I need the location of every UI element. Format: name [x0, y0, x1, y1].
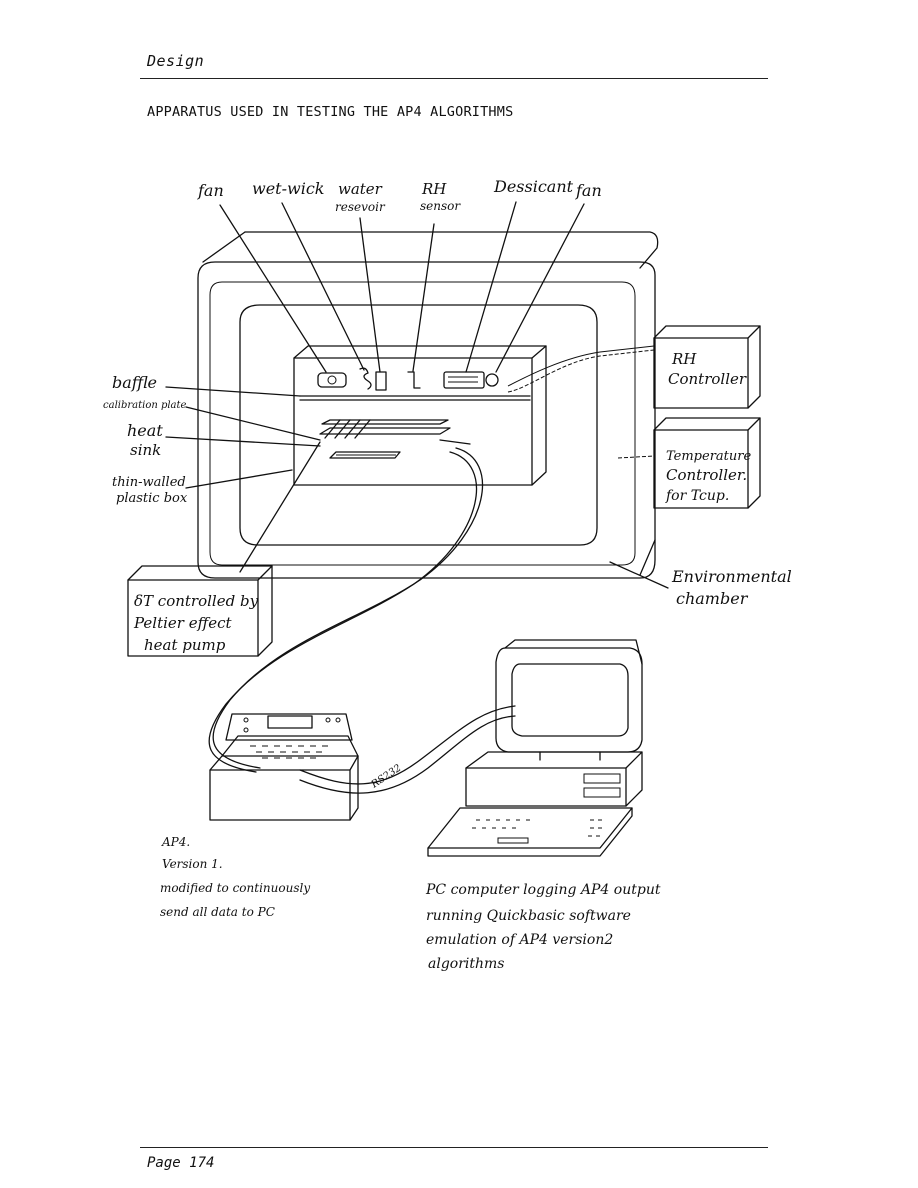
label-fan-left: fan	[197, 181, 224, 200]
label-fan-right: fan	[575, 181, 602, 200]
pc-notes: PC computer logging AP4 output running Q…	[425, 882, 661, 972]
label-temp-controller-1: Temperature	[666, 449, 751, 464]
label-thin-walled: thin-walled	[112, 475, 186, 490]
label-temp-controller-2: Controller.	[666, 466, 747, 484]
label-chamber: chamber	[676, 589, 749, 608]
label-plastic-box: plastic box	[116, 491, 188, 506]
label-water: water	[338, 180, 383, 198]
page-number: Page 174	[147, 1155, 215, 1171]
section-header: Design	[147, 52, 205, 70]
header-rule	[140, 78, 768, 79]
ap4-note-line: modified to continuously	[160, 881, 310, 895]
environmental-chamber	[197, 231, 659, 579]
label-dessicant: Dessicant	[493, 177, 574, 196]
label-reservoir: resevoir	[335, 200, 386, 214]
label-peltier-2: Peltier effect	[133, 614, 233, 632]
pc-base	[465, 751, 643, 807]
ap4-instrument	[209, 713, 359, 821]
pc-monitor	[495, 639, 643, 761]
label-rh-controller-1: RH	[671, 350, 697, 368]
label-peltier-1: δT controlled by	[134, 592, 259, 610]
footer-rule	[140, 1147, 768, 1148]
plastic-box	[293, 345, 547, 486]
label-environmental: Environmental	[671, 567, 792, 586]
label-leaders	[165, 201, 669, 589]
ap4-note-line: AP4.	[161, 835, 190, 849]
label-heat: heat	[127, 421, 163, 440]
ap4-notes: AP4. Version 1. modified to continuously…	[160, 835, 310, 919]
label-baffle: baffle	[112, 373, 157, 392]
ap4-note-line: Version 1.	[162, 857, 223, 871]
label-calibration-plate: calibration plate	[103, 400, 187, 411]
pc-note-line: emulation of AP4 version2	[426, 932, 613, 948]
temperature-controller-box	[653, 417, 761, 509]
label-rh: RH	[421, 180, 447, 198]
label-peltier-3: heat pump	[144, 636, 226, 654]
figure-title: APPARATUS USED IN TESTING THE AP4 ALGORI…	[147, 104, 514, 120]
label-sink: sink	[130, 441, 161, 459]
peltier-box	[127, 565, 273, 657]
label-rh-controller-2: Controller	[668, 370, 747, 388]
keyboard	[427, 807, 633, 857]
pc-note-line: algorithms	[428, 956, 505, 972]
pc-note-line: PC computer logging AP4 output	[425, 882, 661, 898]
label-wet-wick: wet-wick	[252, 179, 324, 198]
pc-note-line: running Quickbasic software	[426, 908, 631, 924]
label-temp-controller-3: for Tcup.	[665, 488, 729, 504]
rh-controller-box	[653, 325, 761, 409]
label-sensor: sensor	[420, 199, 461, 213]
label-rs232: RS232	[369, 763, 404, 791]
ap4-note-line: send all data to PC	[160, 905, 275, 919]
